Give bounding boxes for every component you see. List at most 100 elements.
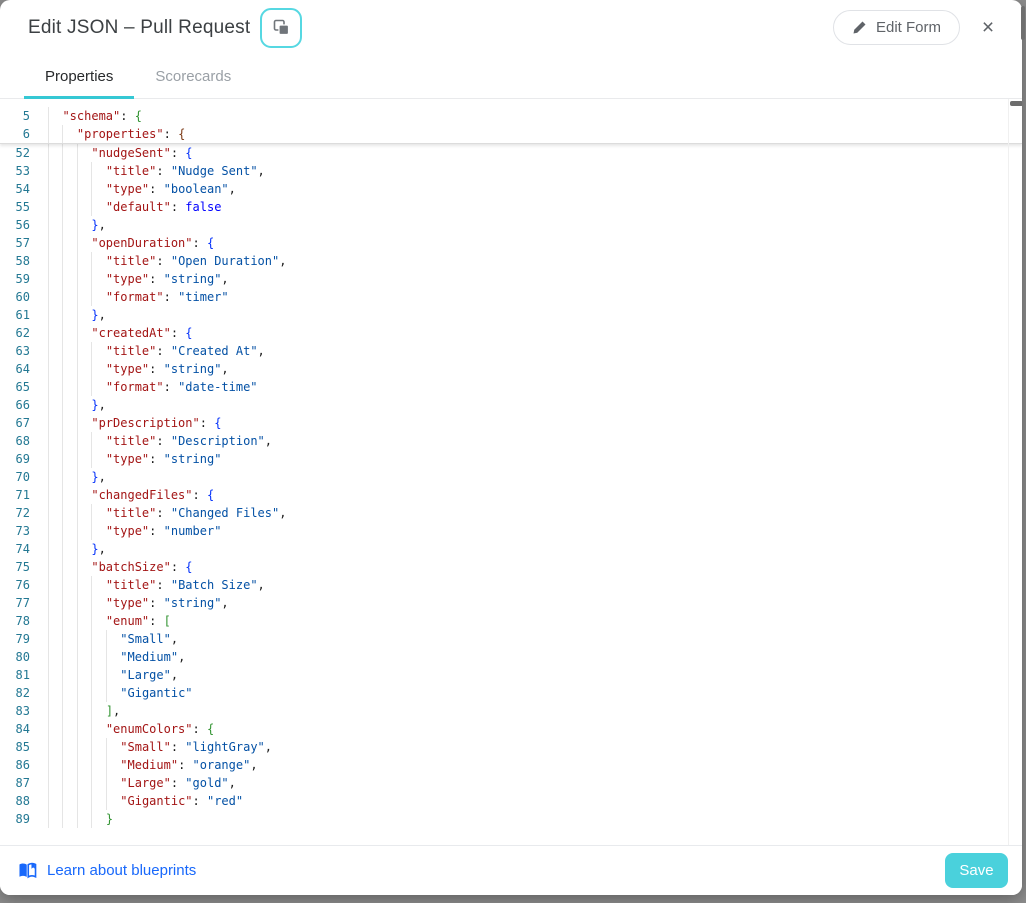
indent-guide: [62, 162, 77, 180]
indent-guide: [48, 594, 63, 612]
indent-guide: [48, 252, 63, 270]
indent-guide: [62, 306, 77, 324]
line-number: 54: [15, 182, 30, 196]
line-number: 78: [15, 614, 30, 628]
indent-guide: [62, 630, 77, 648]
line-number: 83: [15, 704, 30, 718]
indent-guide: [48, 450, 63, 468]
code-line: 59 "type": "string",: [0, 270, 1022, 288]
line-number: 60: [15, 290, 30, 304]
line-number: 86: [15, 758, 30, 772]
line-number: 84: [15, 722, 30, 736]
indent-guide: [76, 684, 92, 702]
book-icon: [18, 862, 37, 879]
line-number: 87: [15, 776, 30, 790]
indent-guide: [105, 774, 121, 792]
line-number: 58: [15, 254, 30, 268]
indent-guide: [62, 360, 77, 378]
tab-scorecards[interactable]: Scorecards: [134, 55, 252, 98]
json-editor[interactable]: 5 "schema": {6 "properties": { 52 "nudge…: [0, 99, 1022, 845]
code-line: 88 "Gigantic": "red": [0, 792, 1022, 810]
indent-guide: [76, 144, 92, 162]
code-line: 71 "changedFiles": {: [0, 486, 1022, 504]
indent-guide: [48, 612, 63, 630]
page-scrollbar-thumb[interactable]: [1021, 6, 1025, 40]
indent-guide: [48, 684, 63, 702]
indent-guide: [48, 504, 63, 522]
indent-guide: [62, 810, 77, 828]
indent-guide: [62, 774, 77, 792]
code-line: 73 "type": "number": [0, 522, 1022, 540]
indent-guide: [62, 396, 77, 414]
indent-guide: [62, 612, 77, 630]
indent-guide: [48, 396, 63, 414]
indent-guide: [76, 270, 92, 288]
indent-guide: [76, 540, 92, 558]
indent-guide: [48, 107, 63, 125]
indent-guide: [62, 180, 77, 198]
editor-scrollbar-thumb[interactable]: [1010, 101, 1022, 106]
code-line: 78 "enum": [: [0, 612, 1022, 630]
tab-bar: Properties Scorecards: [0, 55, 1022, 99]
indent-guide: [48, 216, 63, 234]
close-button[interactable]: ×: [974, 14, 1002, 42]
code-line: 58 "title": "Open Duration",: [0, 252, 1022, 270]
indent-guide: [76, 612, 92, 630]
code-line: 67 "prDescription": {: [0, 414, 1022, 432]
edit-form-button[interactable]: Edit Form: [832, 10, 960, 45]
learn-about-blueprints-link[interactable]: Learn about blueprints: [18, 862, 196, 879]
indent-guide: [91, 810, 106, 828]
indent-guide: [62, 702, 77, 720]
indent-guide: [91, 162, 106, 180]
line-number: 57: [15, 236, 30, 250]
indent-guide: [91, 432, 106, 450]
code-line: 5 "schema": {: [0, 107, 1022, 125]
line-number: 79: [15, 632, 30, 646]
tab-properties[interactable]: Properties: [24, 55, 135, 99]
code-line: 56 },: [0, 216, 1022, 234]
indent-guide: [105, 738, 121, 756]
indent-guide: [76, 594, 92, 612]
indent-guide: [48, 342, 63, 360]
indent-guide: [48, 792, 63, 810]
indent-guide: [62, 756, 77, 774]
line-number: 71: [15, 488, 30, 502]
indent-guide: [48, 378, 63, 396]
indent-guide: [62, 342, 77, 360]
code-line: 68 "title": "Description",: [0, 432, 1022, 450]
indent-guide: [62, 738, 77, 756]
indent-guide: [76, 648, 92, 666]
sticky-header-lines: 5 "schema": {6 "properties": {: [0, 99, 1022, 144]
indent-guide: [76, 378, 92, 396]
indent-guide: [91, 252, 106, 270]
copy-button[interactable]: [260, 7, 303, 48]
edit-form-label: Edit Form: [875, 19, 941, 36]
indent-guide: [48, 540, 63, 558]
indent-guide: [76, 738, 92, 756]
indent-guide: [62, 234, 77, 252]
indent-guide: [48, 234, 63, 252]
indent-guide: [105, 630, 121, 648]
indent-guide: [105, 684, 121, 702]
indent-guide: [76, 522, 92, 540]
line-number: 5: [22, 109, 30, 123]
save-button[interactable]: Save: [945, 853, 1008, 888]
modal-header: Edit JSON – Pull Request Edit Form ×: [0, 0, 1022, 55]
indent-guide: [76, 630, 92, 648]
line-number: 53: [15, 164, 30, 178]
indent-guide: [62, 432, 77, 450]
indent-guide: [48, 144, 63, 162]
indent-guide: [76, 162, 92, 180]
indent-guide: [48, 648, 63, 666]
indent-guide: [48, 162, 63, 180]
indent-guide: [62, 666, 77, 684]
modal-footer: Learn about blueprints Save: [0, 845, 1022, 895]
indent-guide: [48, 360, 63, 378]
editor-scrollbar[interactable]: [1008, 99, 1022, 845]
code-line: 55 "default": false: [0, 198, 1022, 216]
indent-guide: [62, 144, 77, 162]
indent-guide: [91, 450, 106, 468]
code-line: 80 "Medium",: [0, 648, 1022, 666]
indent-guide: [48, 666, 63, 684]
line-number: 65: [15, 380, 30, 394]
